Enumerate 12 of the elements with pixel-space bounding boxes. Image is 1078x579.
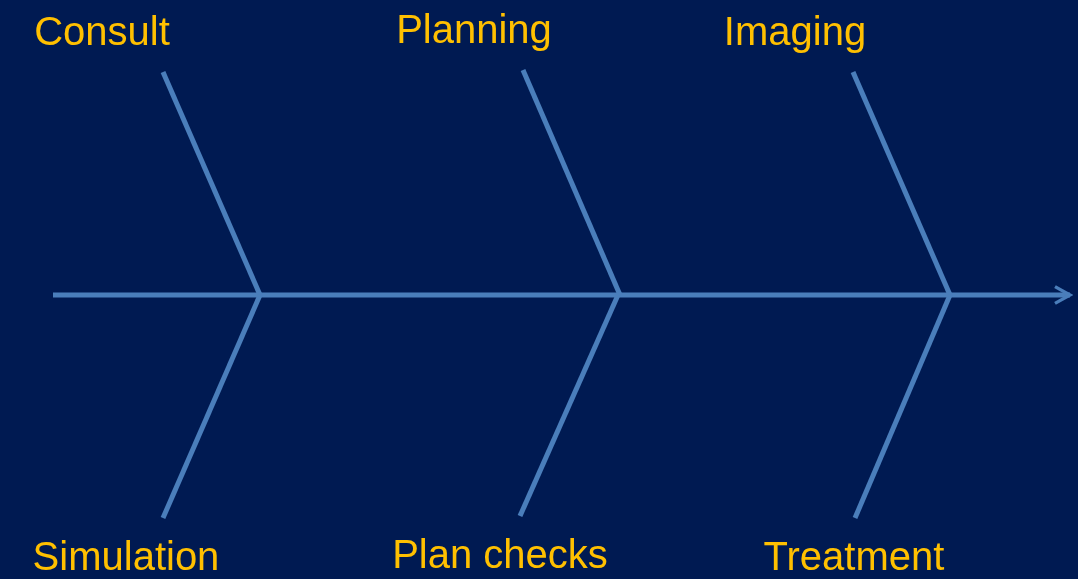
- bone-line: [850, 71, 953, 296]
- bone-line: [160, 294, 263, 519]
- cause-label: Planning: [396, 6, 552, 52]
- bone-line: [852, 294, 953, 519]
- cause-label: Consult: [34, 8, 170, 54]
- cause-label: Imaging: [723, 8, 867, 54]
- cause-label: Simulation: [32, 533, 220, 579]
- bone-line: [160, 71, 263, 296]
- bone-line: [520, 69, 623, 296]
- cause-label: Treatment: [763, 533, 945, 579]
- bone-line: [517, 294, 621, 517]
- cause-label: Plan checks: [392, 531, 608, 577]
